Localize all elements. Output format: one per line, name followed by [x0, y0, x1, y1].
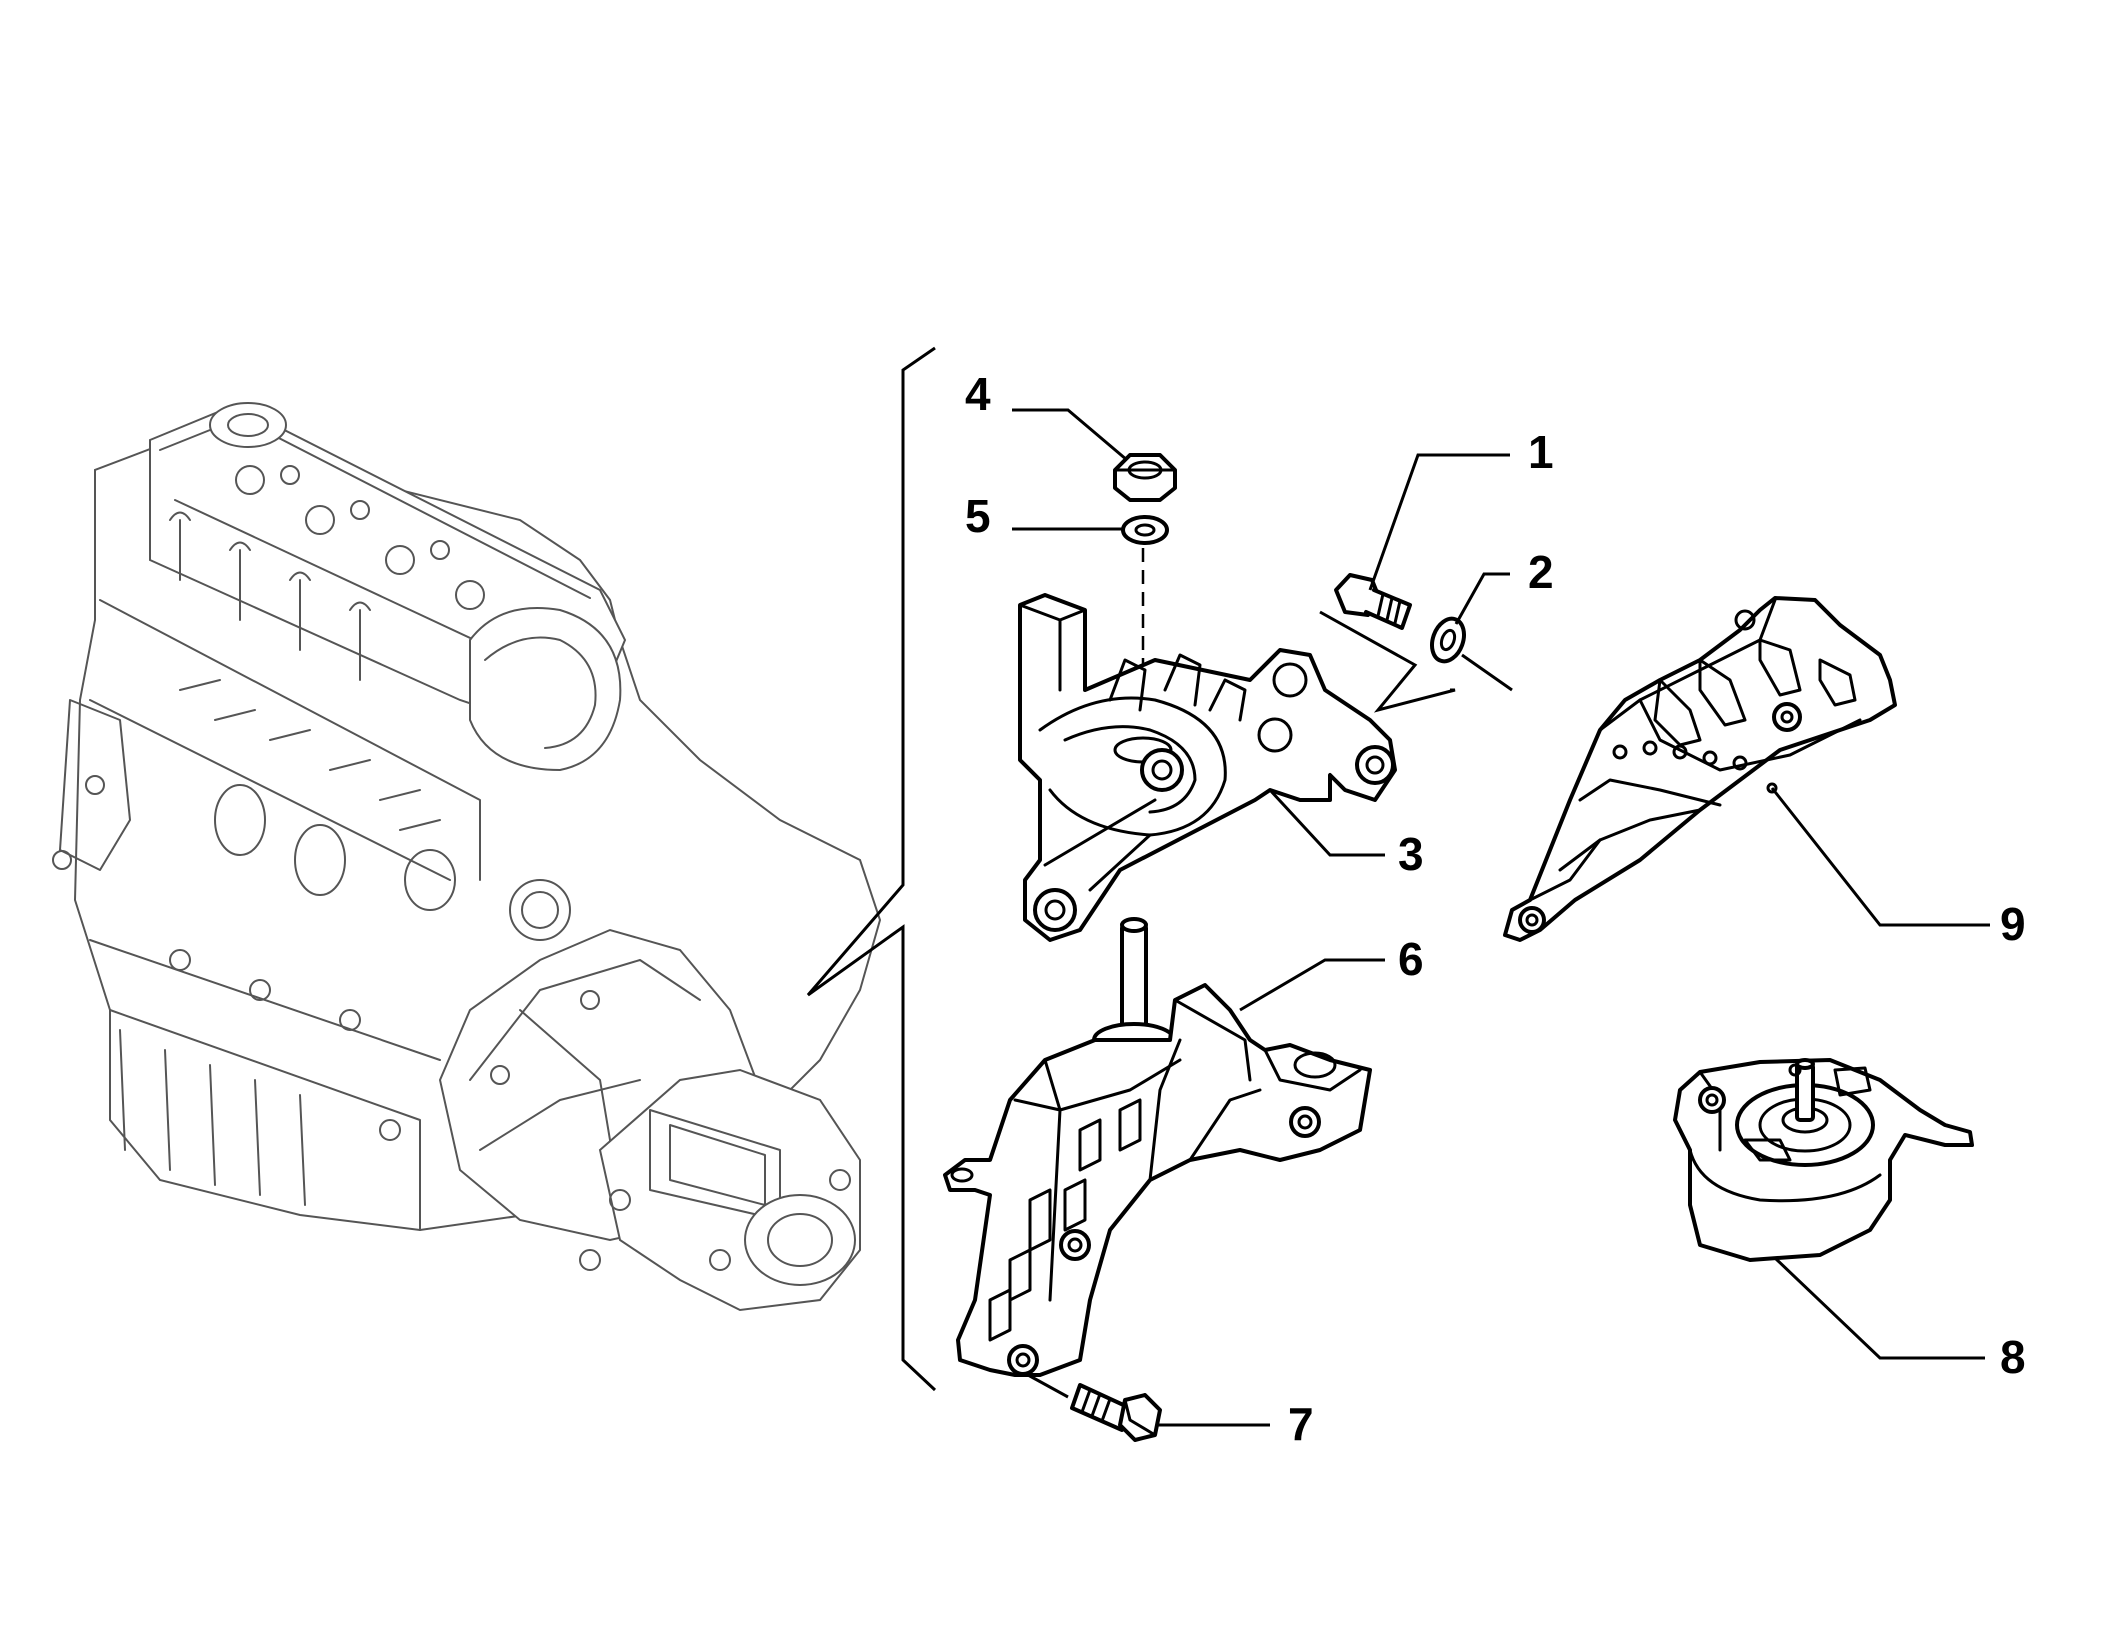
- leader-1: [1368, 453, 1510, 591]
- callout-3: 3: [1398, 828, 1424, 880]
- callout-6: 6: [1398, 933, 1424, 985]
- leader-lines: [1012, 408, 1990, 1427]
- nut: [1113, 453, 1177, 502]
- rubber-mount: [1673, 1058, 1974, 1262]
- leader-2: [1454, 572, 1510, 625]
- leader-3: [1268, 788, 1385, 857]
- callout-2: 2: [1528, 546, 1554, 598]
- leader-7-pointer: [1027, 1373, 1069, 1399]
- bolt: [1334, 573, 1412, 630]
- bolt-axis: [1319, 610, 1513, 713]
- callout-7: 7: [1288, 1398, 1314, 1450]
- leader-6: [1239, 958, 1385, 1012]
- leader-8: [1773, 1256, 1985, 1360]
- callout-5: 5: [965, 490, 991, 542]
- washer-side: [1430, 616, 1466, 664]
- callout-1: 1: [1528, 426, 1554, 478]
- washer-upper: [1121, 515, 1169, 545]
- leader-4: [1012, 408, 1128, 462]
- support-bracket: [1503, 596, 1897, 942]
- upper-engine-mount: [1018, 593, 1397, 942]
- lower-bracket: [943, 917, 1372, 1377]
- engine-gearbox-assembly: [52, 402, 882, 1312]
- bolt-lower: [1070, 1383, 1162, 1442]
- callout-8: 8: [2000, 1331, 2026, 1383]
- leader-9: [1770, 787, 1990, 927]
- group-bracket: [806, 346, 937, 1392]
- callout-9: 9: [2000, 898, 2026, 950]
- callout-4: 4: [965, 368, 991, 420]
